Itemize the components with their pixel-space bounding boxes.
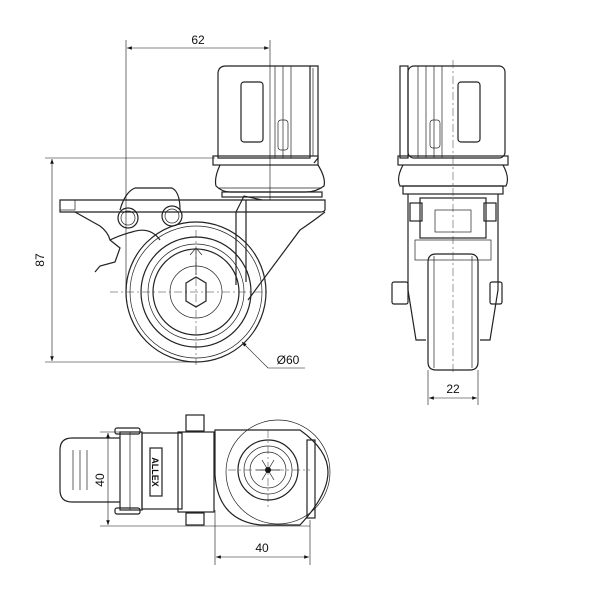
side-view: 62 87 Ø60	[33, 33, 326, 369]
dim-wheel-diameter: Ø60	[277, 353, 300, 367]
dim-height-87: 87	[33, 253, 47, 267]
front-view: 22	[391, 60, 509, 405]
top-view: ALLEX 40 40	[59, 414, 331, 565]
dim-plate-40: 40	[255, 541, 269, 555]
dim-wheel-width-22: 22	[446, 382, 460, 396]
dim-width-62: 62	[191, 33, 205, 47]
dim-lever-width-40: 40	[93, 473, 107, 487]
allex-logo: ALLEX	[150, 457, 160, 487]
